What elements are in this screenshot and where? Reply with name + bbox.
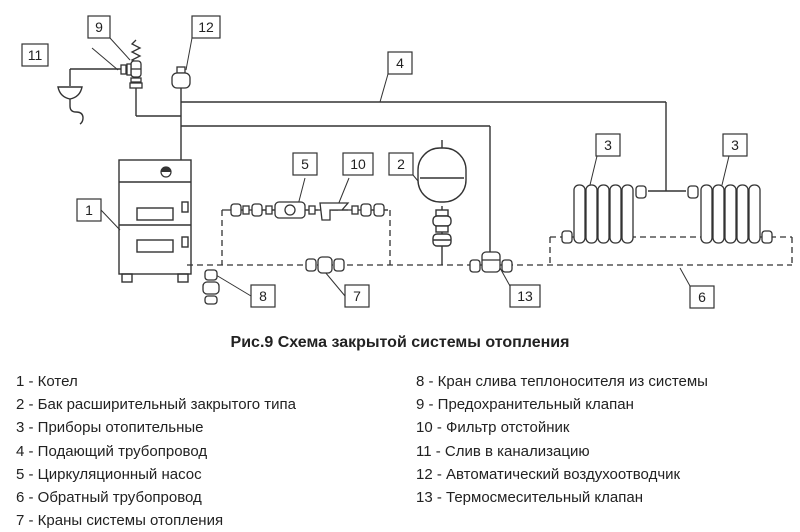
legend-item: 1 - Котел [16,373,78,390]
legend-right-column: 8 - Кран слива теплоносителя из системы … [416,370,708,509]
legend-item: 5 - Циркуляционный насос [16,465,202,483]
legend-item: 8 - Кран слива теплоносителя из системы [416,373,708,390]
pump-filter-group [228,201,388,221]
svg-text:7: 7 [353,288,361,304]
legend-item: 3 - Приборы отопительные [16,419,204,437]
svg-text:1: 1 [85,202,93,218]
radiator-right [687,184,773,244]
safety-valve-icon [120,39,143,89]
legend-left-column: 1 - Котел 2 - Бак расширительный закрыто… [16,370,296,532]
legend-item: 9 - Предохранительный клапан [416,396,634,414]
svg-text:5: 5 [301,156,309,172]
callout-1: 1 [76,198,102,222]
shutoff-valve-icon [305,256,345,274]
mixing-valve-icon [469,251,513,273]
radiator-left [561,184,647,244]
expansion-tank-icon [417,140,467,247]
callout-8: 8 [250,284,276,308]
svg-text:6: 6 [698,289,706,305]
svg-text:2: 2 [397,156,405,172]
callout-6: 6 [689,285,715,309]
legend-item: 12 - Автоматический воздухоотводчик [416,465,681,483]
callout-2: 2 [388,152,414,176]
callout-13: 13 [509,284,541,308]
drain-funnel-icon [57,86,84,125]
legend-item: 2 - Бак расширительный закрытого типа [16,396,296,414]
thermometer-icon [160,166,172,178]
callout-7: 7 [344,284,370,308]
callout-5: 5 [292,152,318,176]
heating-system-diagram: 1 2 3 3 4 5 6 7 8 9 10 11 [21,15,793,309]
legend-item: 7 - Краны системы отопления [16,512,224,530]
drain-valve-icon [202,269,220,305]
svg-text:11: 11 [28,47,43,63]
legend-item: 11 - Слив в канализацию [416,442,590,460]
svg-text:12: 12 [198,19,214,35]
boiler [118,159,192,283]
svg-text:8: 8 [259,288,267,304]
svg-text:10: 10 [350,156,366,172]
air-vent-icon [171,66,191,89]
legend-item: 6 - Обратный трубопровод [16,489,202,507]
callout-12: 12 [191,15,221,39]
svg-text:9: 9 [95,19,103,35]
callout-3-left: 3 [595,133,621,157]
callout-11: 11 [21,43,49,67]
callout-10: 10 [342,152,374,176]
legend-item: 13 - Термосмесительный клапан [416,489,644,507]
callout-3-right: 3 [722,133,748,157]
svg-text:13: 13 [517,288,533,304]
callout-4: 4 [387,51,413,75]
figure-caption: Рис.9 Схема закрытой системы отопления [230,334,570,351]
svg-text:3: 3 [604,137,612,153]
legend-item: 10 - Фильтр отстойник [416,419,570,437]
svg-text:3: 3 [731,137,739,153]
leader-lines [91,37,730,297]
svg-text:4: 4 [396,55,404,71]
callout-9: 9 [87,15,111,39]
legend-item: 4 - Подающий трубопровод [16,442,208,460]
